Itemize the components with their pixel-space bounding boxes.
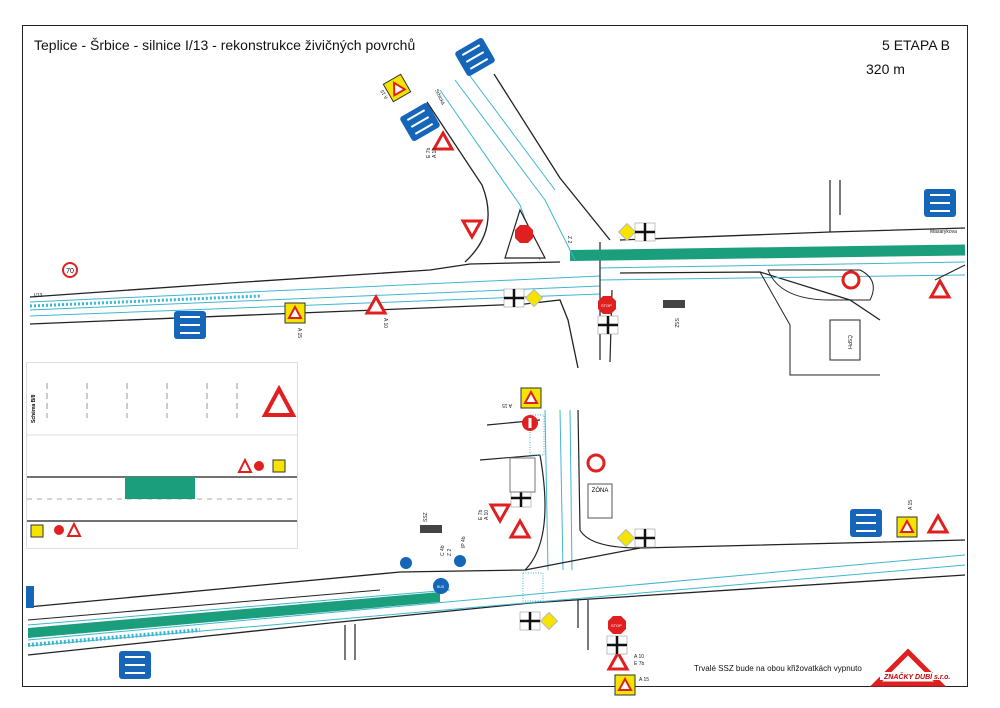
sign-label: A 15 <box>502 402 512 408</box>
bus-label: BUS <box>437 585 445 589</box>
priority-road-sign <box>617 529 635 547</box>
sign-label: A 10 <box>382 318 388 328</box>
warning-triangle <box>509 519 531 539</box>
intersection-sign <box>633 527 657 549</box>
temporary-warning-sign <box>896 516 918 538</box>
intersection-sign <box>605 634 629 656</box>
sign-label: A 15 <box>379 88 389 100</box>
footer-note: Trvalé SSZ bude na obou křižovatkách vyp… <box>694 664 862 673</box>
bus-stop-sign <box>400 555 466 594</box>
stop-sign <box>515 225 533 243</box>
intersection-sign <box>518 610 542 632</box>
intersection-sign <box>596 314 620 336</box>
sign-label: IP 4b <box>461 536 467 548</box>
intersection-sign <box>633 221 657 243</box>
lane-direction-sign <box>849 508 883 538</box>
warning-triangle <box>365 295 387 315</box>
yield-sign <box>489 503 511 523</box>
page-title: Teplice - Šrbice - silnice I/13 - rekons… <box>34 37 416 53</box>
speed-limit-sign: 70 <box>62 262 78 278</box>
sign-label: Z 2 <box>566 236 572 243</box>
road-label-srbicka: Srbická <box>433 88 446 106</box>
svg-text:70: 70 <box>66 268 74 275</box>
svg-text:ZÓNA: ZÓNA <box>592 487 609 494</box>
no-left-turn-sign <box>586 270 861 473</box>
crossed-lane-sign <box>118 650 152 680</box>
legend-schema: Schéma B/8 <box>26 362 298 549</box>
ssz-label: SSZ <box>423 512 429 522</box>
stop-label: STOP <box>601 303 612 308</box>
stage-label: 5 ETAPA B <box>882 37 950 53</box>
sign-label: E 7b <box>426 147 432 158</box>
stop-label: STOP <box>611 623 622 628</box>
no-entry-sign <box>522 415 538 431</box>
lane-direction-sign <box>173 310 207 340</box>
lane-direction-sign <box>453 35 497 79</box>
warning-triangle <box>607 651 629 671</box>
fuel-station-building <box>829 319 861 361</box>
sign-label: C 4b <box>440 545 446 556</box>
yield-sign <box>461 219 483 239</box>
traffic-light <box>420 300 685 533</box>
sign-label: A 10 <box>484 510 490 520</box>
crossed-lane-sign <box>923 188 957 218</box>
blue-sign <box>26 586 34 608</box>
sign-label: A 15 <box>296 328 302 338</box>
warning-triangle <box>927 514 949 534</box>
sign-label: E 7b <box>478 509 484 520</box>
warning-triangle <box>929 279 951 299</box>
temporary-warning-sign <box>614 674 636 696</box>
legend-title: Schéma B/8 <box>31 394 37 423</box>
road-label-masarykova: Masarykova <box>930 229 957 235</box>
road-label-i13: I/13 <box>34 293 43 299</box>
road-i13-bottom <box>27 539 966 660</box>
intersection-sign <box>502 287 526 309</box>
temporary-sign-panel <box>509 457 536 493</box>
svg-text:ZNAČKY DUBÍ s.r.o.: ZNAČKY DUBÍ s.r.o. <box>883 672 950 681</box>
zone-sign: ZÓNA <box>587 483 613 519</box>
fuel-station-label: ČSPH <box>846 335 853 349</box>
sign-label: Z 2 <box>447 549 453 556</box>
temporary-warning-sign <box>520 387 542 409</box>
road-middle <box>479 409 641 571</box>
sign-label: E 7b <box>634 661 645 667</box>
sign-label: A 15 <box>908 500 914 510</box>
temporary-warning-sign <box>284 302 306 324</box>
sign-label: A 10 <box>432 148 438 158</box>
road-i13-top <box>29 180 966 376</box>
length-label: 320 m <box>866 61 905 77</box>
lane-direction-sign <box>398 100 442 144</box>
priority-road-sign <box>540 612 558 630</box>
company-logo: ZNAČKY DUBÍ s.r.o. <box>869 648 958 687</box>
ssz-label: SSZ <box>673 318 679 328</box>
priority-road-sign <box>618 223 636 241</box>
drawing-frame <box>22 25 968 687</box>
sign-label: A 15 <box>639 677 649 683</box>
sign-label: A 10 <box>634 654 644 660</box>
